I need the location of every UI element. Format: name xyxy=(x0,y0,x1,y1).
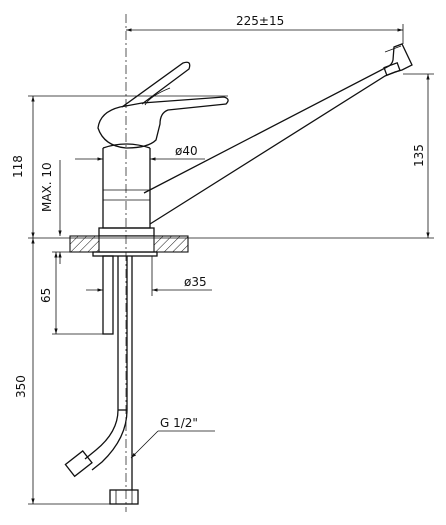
dim-body-diameter-label: ø40 xyxy=(175,144,198,158)
dim-hose-length: 350 xyxy=(14,238,110,505)
dim-max-deck-label: MAX. 10 xyxy=(40,162,54,212)
dim-spout-height-label: 135 xyxy=(412,144,426,167)
dim-total-height: 118 xyxy=(11,95,228,238)
dim-thread: G 1/2" xyxy=(130,416,215,459)
supply-hose xyxy=(64,255,139,505)
handle-lever xyxy=(97,61,229,149)
dim-total-height-label: 118 xyxy=(11,155,25,178)
dim-mount-diameter-label: ø35 xyxy=(184,275,207,289)
dim-spout-reach: 225±15 xyxy=(126,14,404,44)
faucet-body xyxy=(98,143,155,237)
deck-section xyxy=(69,235,189,257)
dim-thread-label: G 1/2" xyxy=(160,416,198,430)
dim-mount-diameter: ø35 xyxy=(86,256,212,296)
dim-shank-length-label: 65 xyxy=(39,288,53,303)
spout xyxy=(143,43,413,225)
dim-spout-height: 135 xyxy=(403,73,434,238)
dim-max-deck: MAX. 10 xyxy=(40,160,70,264)
dim-body-diameter: ø40 xyxy=(75,144,205,161)
dim-shank-length: 65 xyxy=(39,252,103,335)
dim-spout-reach-label: 225±15 xyxy=(236,14,284,28)
dim-hose-length-label: 350 xyxy=(14,375,28,398)
